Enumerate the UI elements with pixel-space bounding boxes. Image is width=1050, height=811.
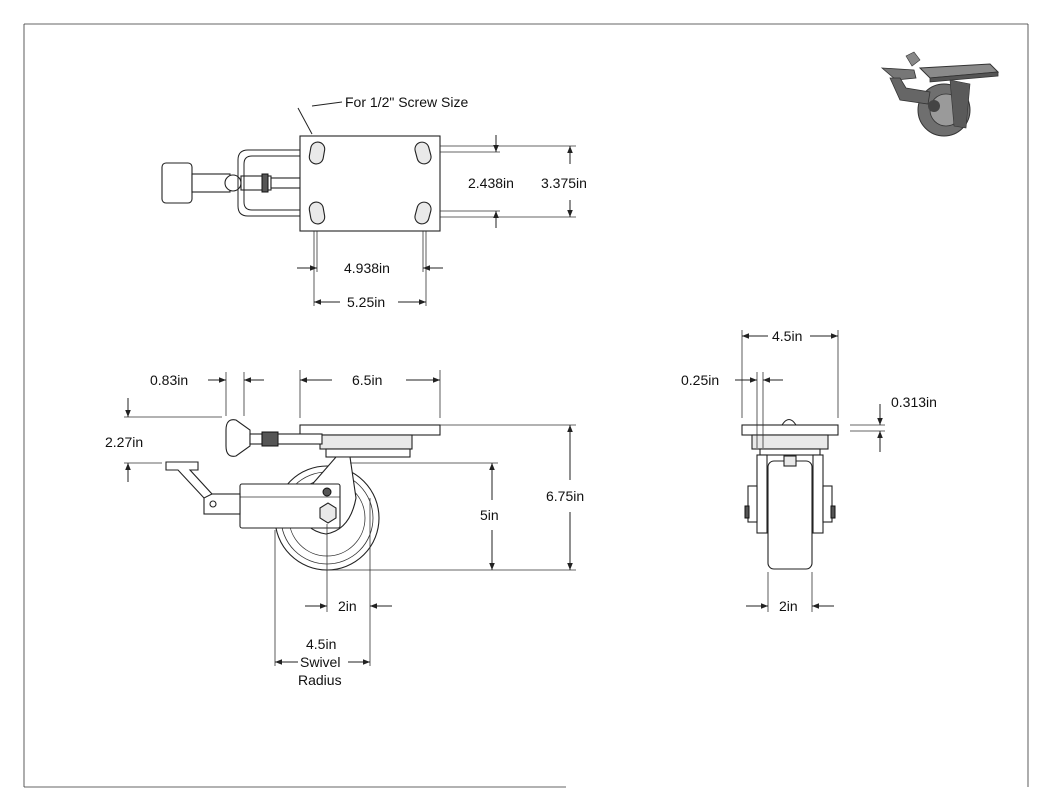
bolt-spacing-dimensions: 2.438in 3.375in (440, 135, 587, 228)
offset-label: 2in (338, 598, 357, 614)
plate-outer-label: 5.25in (347, 294, 385, 310)
wheel-front (767, 460, 813, 570)
screw-size-label: For 1/2" Screw Size (345, 94, 468, 110)
front-small-label: 0.25in (681, 372, 719, 388)
bolt-outer-label: 3.375in (541, 175, 587, 191)
plate-width-dimensions: 4.938in 5.25in (297, 231, 443, 310)
swivel-radius-value: 4.5in (306, 636, 336, 652)
wheel-diameter-label: 5in (480, 507, 499, 523)
front-top-plate (741, 424, 839, 436)
brake-height-label: 2.27in (105, 434, 143, 450)
swivel-radius-line1: Swivel (300, 654, 340, 670)
plate-length-label: 6.5in (352, 372, 382, 388)
front-view-dimensions: 4.5in 0.25in 0.313in 2in (681, 328, 937, 614)
isometric-preview (880, 51, 1000, 137)
screw-size-callout: For 1/2" Screw Size (297, 94, 468, 135)
wheel-width-label: 2in (779, 598, 798, 614)
bolt-inner-label: 2.438in (468, 175, 514, 191)
swivel-radius-line2: Radius (298, 672, 342, 688)
brake-offset-label: 0.83in (150, 372, 188, 388)
sheet-border (23, 23, 1029, 788)
front-width-label: 4.5in (772, 328, 802, 344)
side-view (165, 419, 441, 571)
overall-height-label: 6.75in (546, 488, 584, 504)
plate-inner-label: 4.938in (344, 260, 390, 276)
front-view (741, 418, 839, 570)
side-view-dimensions: 6.5in 0.83in 2.27in 6.75in 5in 2in 4.5in… (105, 370, 584, 688)
top-view (161, 135, 441, 232)
plate-thickness-label: 0.313in (891, 394, 937, 410)
brake-pedal-top (161, 162, 193, 204)
